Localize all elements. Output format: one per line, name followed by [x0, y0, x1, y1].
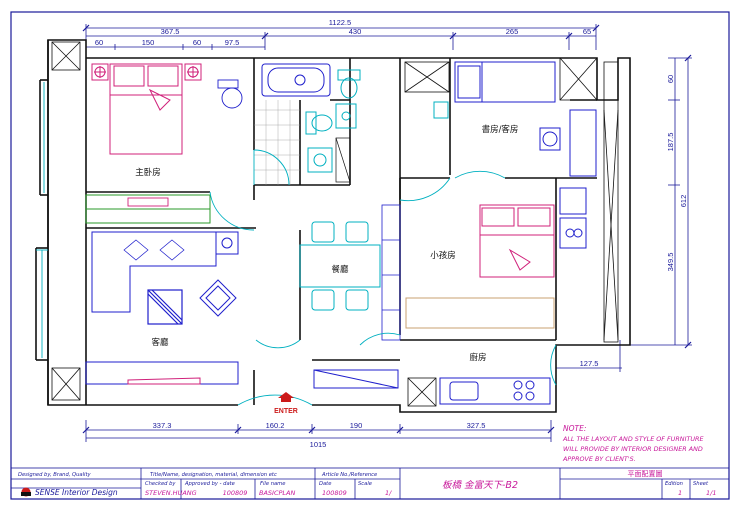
edition-value: 1 — [678, 489, 682, 497]
room-study-guest: 書房/客房 — [482, 124, 519, 135]
kids-desk — [405, 297, 555, 329]
dim-top-sub-1: 60 — [95, 38, 103, 47]
room-labels: 主卧房 書房/客房 小孩房 餐廳 客廳 廚房 — [135, 124, 518, 363]
note-line-1: ALL THE LAYOUT AND STYLE OF FURNITURE — [562, 435, 704, 443]
room-master-bedroom: 主卧房 — [135, 167, 161, 178]
dim-right-3: 612 — [679, 195, 688, 208]
tv-cabinet — [85, 361, 239, 385]
note-line-3: APPROVE BY CLIENT'S. — [562, 455, 636, 463]
drawing-name: 平面配置圖 — [628, 470, 663, 478]
dim-right-5: 127.5 — [580, 359, 599, 368]
article-header: Article No./Reference — [321, 472, 377, 478]
entry-arrow-icon — [278, 392, 294, 402]
title-block-labels: Designed by, Brand, Quality Title/Name, … — [18, 472, 709, 487]
coffee-table — [147, 289, 183, 325]
note-line-2: WILL PROVIDE BY INTERIOR DESIGNER AND — [563, 445, 703, 453]
scale-value: 1/ — [385, 489, 392, 497]
dim-right-2: 187.5 — [666, 133, 675, 152]
company-name: SENSE Interior Design — [35, 488, 118, 497]
file-label: File name — [260, 481, 285, 487]
date-label: Date — [319, 481, 331, 487]
bathroom-tiles — [254, 100, 300, 185]
dim-bottom-4: 327.5 — [467, 421, 486, 430]
bath-shelves — [335, 137, 351, 183]
armchair — [199, 279, 237, 317]
wardrobe-drawer — [127, 197, 169, 207]
dim-bottom-total: 1015 — [310, 440, 327, 449]
company-logo-icon — [21, 487, 31, 497]
file-name: BASICPLAN — [259, 489, 295, 497]
approved-date: 100809 — [223, 489, 248, 497]
drawing-border — [10, 11, 730, 500]
dim-top-left: 367.5 — [161, 27, 180, 36]
checked-by: STEVEN.HUANG — [145, 489, 197, 497]
dim-bottom-1: 337.3 — [153, 421, 172, 430]
inner-walls — [51, 41, 619, 407]
project-title: 板橋 金富天下-B2 — [442, 479, 518, 491]
room-kitchen: 廚房 — [469, 352, 486, 363]
note-title: NOTE: — [563, 424, 586, 433]
sheet-value: 1/1 — [706, 489, 716, 497]
scale-label: Scale — [358, 481, 372, 487]
bathtub — [261, 63, 331, 97]
dim-top-mid: 430 — [349, 27, 362, 36]
toilets-sinks — [305, 69, 361, 173]
kids-wardrobe — [381, 204, 401, 341]
tv-unit — [127, 377, 201, 385]
wardrobe — [85, 194, 211, 224]
dimension-labels: 1122.5 367.5 430 265 65 60 150 60 97.5 6… — [95, 18, 688, 449]
room-dining: 餐廳 — [331, 264, 349, 275]
checked-by-label: Checked by — [145, 481, 176, 487]
study-desk — [539, 109, 597, 177]
kids-nightstands — [559, 187, 587, 249]
dimension-ticks — [82, 24, 692, 434]
dining-table — [299, 221, 381, 311]
sofa — [91, 231, 239, 313]
title-block-values: STEVEN.HUANG 100809 BASICPLAN 100809 1/ … — [145, 489, 716, 497]
designed-by: Designed by, Brand, Quality — [18, 472, 92, 478]
master-bed — [109, 63, 183, 155]
room-kids: 小孩房 — [430, 250, 456, 261]
nightstand-lamps — [91, 63, 202, 81]
dimension-lines — [85, 24, 692, 442]
master-chair — [217, 79, 243, 109]
dim-top-sub-3: 60 — [193, 38, 201, 47]
dim-bottom-2: 160.2 — [266, 421, 285, 430]
kitchen-counter — [439, 377, 551, 405]
dim-right-4: 349.5 — [666, 253, 675, 272]
kids-bed — [479, 204, 555, 278]
design-note: NOTE: ALL THE LAYOUT AND STYLE OF FURNIT… — [562, 424, 704, 463]
sheet-label: Sheet — [693, 481, 709, 487]
dim-top-sub-4: 97.5 — [225, 38, 240, 47]
windows — [41, 82, 45, 358]
edition-label: Edition — [665, 481, 683, 487]
dim-bottom-3: 190 — [350, 421, 363, 430]
study-bed — [454, 61, 556, 103]
dim-top-right-a: 265 — [506, 27, 519, 36]
dim-right-1: 60 — [666, 75, 675, 83]
entry-label: ENTER — [274, 408, 298, 415]
title-block — [10, 467, 730, 500]
dim-top-right-b: 65 — [583, 27, 591, 36]
approved-label: Approved by - date — [184, 481, 235, 487]
door-swings — [36, 149, 557, 406]
room-living: 客廳 — [151, 337, 169, 348]
dim-top-total: 1122.5 — [329, 18, 351, 27]
shoe-cabinet — [313, 369, 399, 389]
dim-top-sub-2: 150 — [142, 38, 155, 47]
study-sink — [433, 101, 449, 119]
sofa-cushions — [123, 239, 185, 261]
title-header: Title/Name, designation, material, dimen… — [150, 472, 277, 478]
date-value: 100809 — [322, 489, 347, 497]
